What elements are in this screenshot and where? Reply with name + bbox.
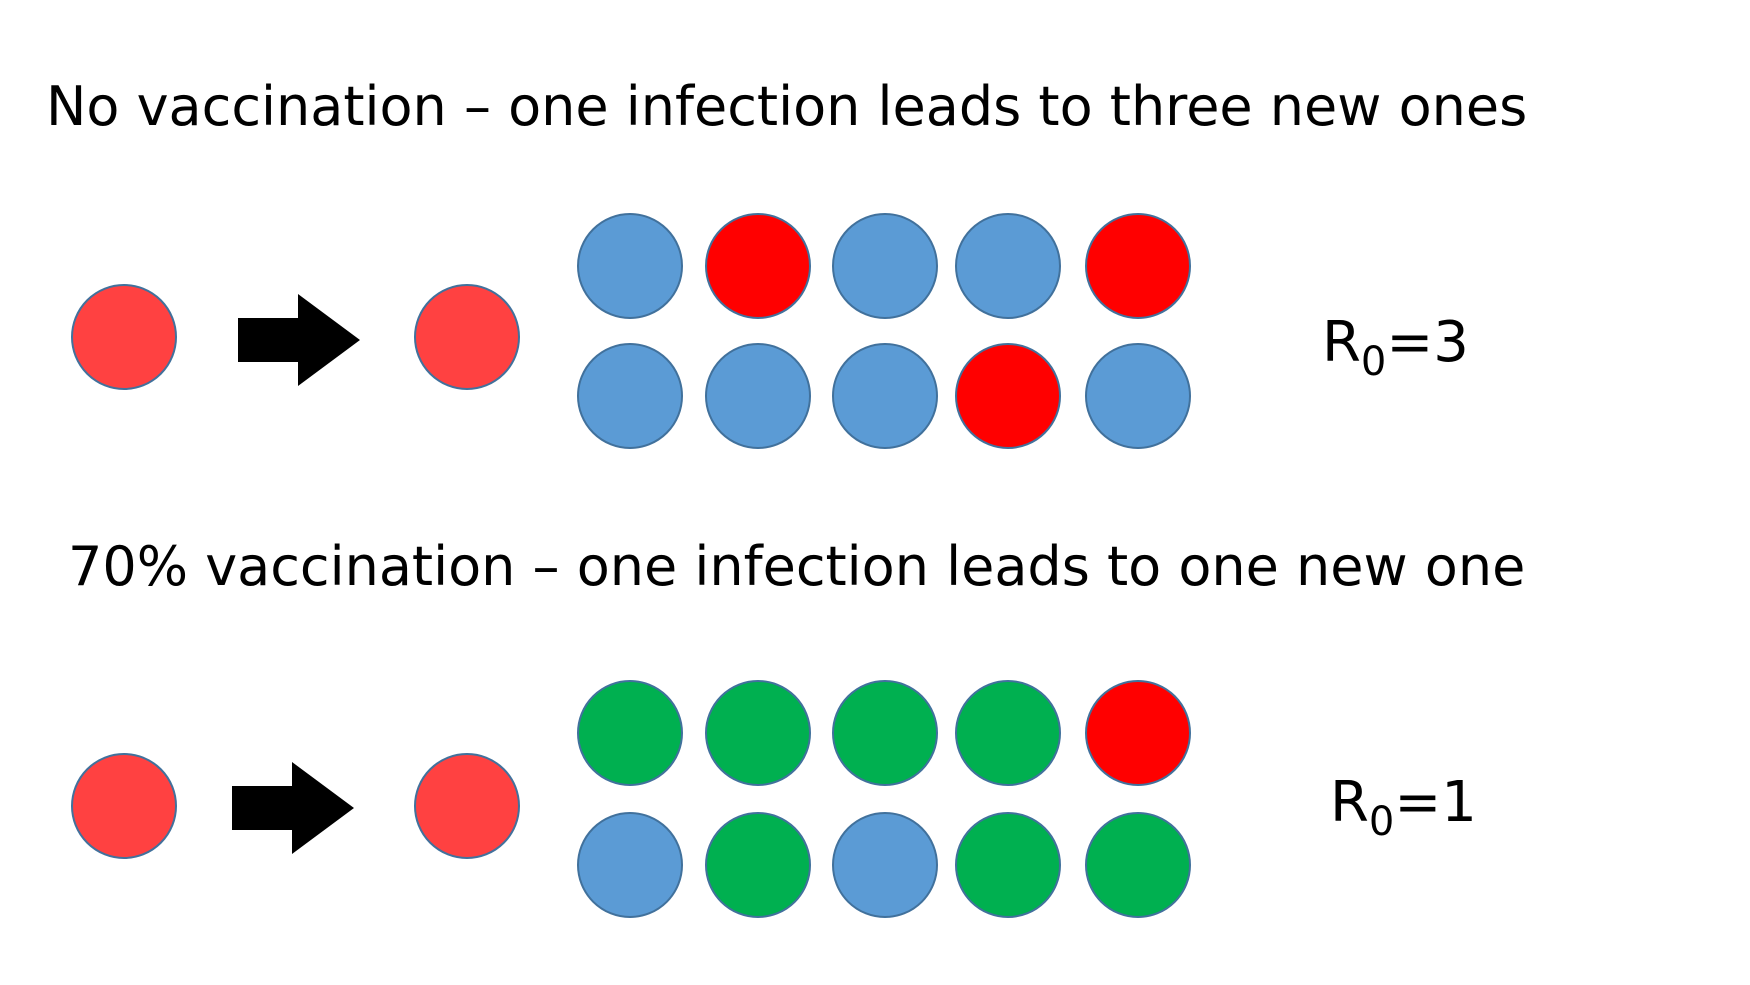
- scenario-title-no-vaccination: No vaccination – one infection leads to …: [46, 75, 1528, 138]
- r0-subscript: 0: [1360, 339, 1387, 385]
- vaccinated-person-circle: [955, 812, 1061, 918]
- vaccinated-person-circle: [955, 680, 1061, 786]
- susceptible-person-circle: [832, 213, 938, 319]
- vaccinated-person-circle: [832, 680, 938, 786]
- scenario-title-70-percent-vaccination: 70% vaccination – one infection leads to…: [68, 535, 1526, 598]
- right-arrow-icon: [238, 294, 360, 386]
- vaccinated-person-circle: [705, 812, 811, 918]
- vaccinated-person-circle: [1085, 812, 1191, 918]
- infected-source-circle: [71, 753, 177, 859]
- new-infection-person-circle: [955, 343, 1061, 449]
- r0-subscript: 0: [1368, 799, 1395, 845]
- new-infection-person-circle: [1085, 680, 1191, 786]
- susceptible-person-circle: [577, 343, 683, 449]
- susceptible-person-circle: [577, 213, 683, 319]
- r0-base: R: [1322, 310, 1361, 375]
- right-arrow-icon: [232, 762, 354, 854]
- r0-value: =3: [1386, 310, 1469, 375]
- susceptible-person-circle: [832, 343, 938, 449]
- r0-label-70-percent-vaccination: R0=1: [1330, 775, 1477, 845]
- susceptible-person-circle: [832, 812, 938, 918]
- r0-base: R: [1330, 770, 1369, 835]
- vaccinated-person-circle: [577, 680, 683, 786]
- infected-spreader-circle: [414, 753, 520, 859]
- susceptible-person-circle: [1085, 343, 1191, 449]
- new-infection-person-circle: [1085, 213, 1191, 319]
- susceptible-person-circle: [577, 812, 683, 918]
- vaccinated-person-circle: [705, 680, 811, 786]
- infected-spreader-circle: [414, 284, 520, 390]
- infected-source-circle: [71, 284, 177, 390]
- susceptible-person-circle: [705, 343, 811, 449]
- r0-label-no-vaccination: R0=3: [1322, 315, 1469, 385]
- susceptible-person-circle: [955, 213, 1061, 319]
- new-infection-person-circle: [705, 213, 811, 319]
- r0-value: =1: [1394, 770, 1477, 835]
